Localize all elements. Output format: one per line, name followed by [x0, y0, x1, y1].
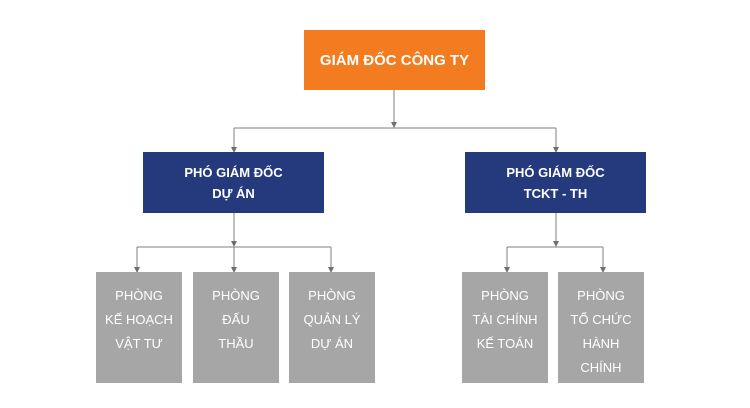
deputy-line: DỰ ÁN: [212, 185, 255, 201]
deputy-line: TCKT - TH: [523, 185, 588, 201]
department-node-planning: PHÒNG KẾ HOẠCH VẬT TƯ: [96, 272, 182, 383]
department-node-bidding: PHÒNG ĐẤU THẦU: [193, 272, 279, 383]
deputy-node-projects: PHÓ GIÁM ĐỐC DỰ ÁN: [143, 152, 324, 213]
department-line: KẾ TOÁN: [476, 336, 534, 351]
root-label: GIÁM ĐỐC CÔNG TY: [319, 51, 470, 69]
deputy-node-finance: PHÓ GIÁM ĐỐC TCKT - TH: [465, 152, 646, 213]
department-line: DỰ ÁN: [310, 336, 354, 351]
department-line: VẬT TƯ: [115, 336, 163, 351]
department-line: PHÒNG: [308, 288, 356, 303]
department-node-accounting: PHÒNG TÀI CHÍNH KẾ TOÁN: [462, 272, 548, 383]
department-line: PHÒNG: [481, 288, 529, 303]
department-line: TÀI CHÍNH: [472, 312, 538, 327]
department-line: TỔ CHỨC: [570, 312, 632, 327]
department-line: KẾ HOẠCH: [105, 312, 173, 327]
deputy-line: PHÓ GIÁM ĐỐC: [506, 164, 605, 180]
department-node-project-management: PHÒNG QUẢN LÝ DỰ ÁN: [289, 272, 375, 383]
department-line: ĐẤU: [222, 312, 250, 327]
department-line: CHÍNH: [580, 360, 622, 375]
department-line: QUẢN LÝ: [303, 312, 361, 327]
department-line: PHÒNG: [212, 288, 260, 303]
department-line: PHÒNG: [115, 288, 163, 303]
department-line: PHÒNG: [577, 288, 625, 303]
department-line: HÀNH: [582, 336, 620, 351]
root-node: GIÁM ĐỐC CÔNG TY: [304, 30, 485, 90]
deputy-line: PHÓ GIÁM ĐỐC: [184, 164, 283, 180]
department-node-administration: PHÒNG TỔ CHỨC HÀNH CHÍNH: [558, 272, 644, 383]
department-line: THẦU: [218, 336, 254, 351]
